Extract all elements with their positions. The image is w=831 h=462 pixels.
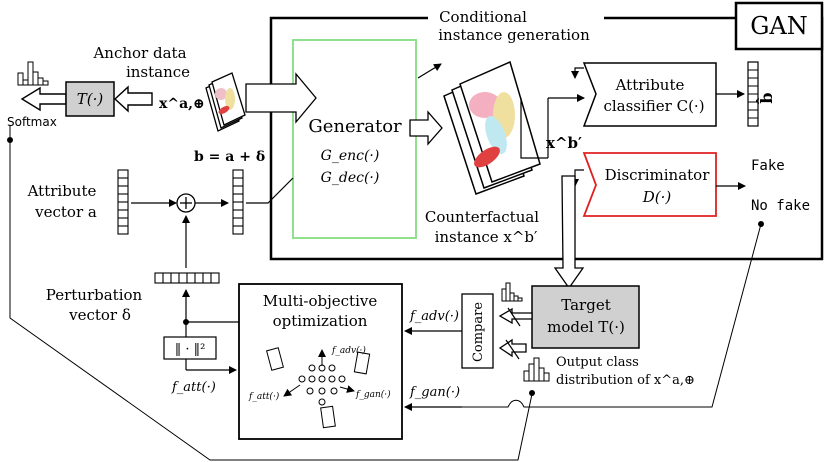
anchor-symbol: x^a,⊕ [159,96,205,112]
target-model-box [531,285,640,349]
perturbation-vector-icon [154,272,220,284]
target-line2: model T(·) [547,318,625,336]
norm-label: ‖ · ‖² [175,342,206,357]
inner-f-gan: f_gan(·) [355,389,391,400]
discriminator-line1: Discriminator [605,166,711,184]
f-att-label: f_att(·) [171,380,216,395]
inner-f-adv: f_adv(·) [331,345,366,356]
generator-title: Generator [308,116,402,137]
t-box-label: T(·) [77,90,104,108]
optimization-title-line2: optimization [273,312,368,330]
anchor-line1: Anchor data [92,44,186,62]
softmax-feedback-curve [9,140,533,461]
optimization-title-line1: Multi-objective [263,292,378,310]
generator-decoder: G_dec(·) [321,170,380,186]
anchor-image-stack [205,72,246,132]
no-fake-label: No fake [751,198,810,214]
fake-label: Fake [751,158,785,174]
attribute-line1: Attribute [27,182,97,200]
network-sketch-icon [266,347,371,429]
softmax-histogram-icon [17,61,49,86]
generator-encoder: G_enc(·) [321,148,380,164]
softmax-label: Softmax [7,115,57,129]
generator-box [292,39,417,239]
attribute-vector-icon [117,169,129,235]
classifier-line2: classifier C(·) [603,97,704,115]
output-line1: Output class [556,355,639,370]
xb-to-target-arrow [553,175,585,290]
norm-box [163,336,217,360]
optimization-box [238,283,403,440]
discriminator-line2: D(·) [642,188,672,206]
bhat-label: b̂ [756,92,776,104]
attribute-classifier-box [582,62,717,127]
f-adv-label: f_adv(·) [409,309,459,324]
anchor-to-generator-arrow [245,72,317,124]
output-line2: distribution of x^a,⊕ [556,373,695,388]
perturbation-line2: vector δ [68,306,131,324]
target-line1: Target [561,296,610,314]
f-gan-label: f_gan(·) [409,385,460,400]
compare-box [461,293,494,369]
histogram-icon-bottom [523,357,550,382]
t-box [65,81,115,117]
section-title-line1: Conditional [439,8,527,26]
attribute-line2: vector a [34,203,97,221]
compare-label: Compare [471,302,486,362]
discriminator-box [582,152,717,217]
generator-output-arrow [409,110,443,146]
anchor-line2: instance [126,63,190,81]
gan-label-box [734,1,824,51]
perturbation-line1: Perturbation [46,286,143,304]
histogram-icon-top [501,282,523,302]
counterfactual-image-stack [443,60,541,195]
xb-label: x^b′ [546,134,582,152]
b-vector-icon [232,169,244,235]
counterfactual-line2: instance x^b′ [435,228,538,246]
inner-f-att: f_att(·) [248,391,280,402]
classifier-line1: Attribute [615,76,685,94]
b-equation: b = a + δ [194,149,265,165]
section-title-line2: instance generation [438,26,590,44]
bhat-vector-icon [747,61,759,127]
counterfactual-line1: Counterfactual [425,208,539,226]
gan-label: GAN [750,12,808,40]
discriminator-feedback-curve [462,223,762,408]
